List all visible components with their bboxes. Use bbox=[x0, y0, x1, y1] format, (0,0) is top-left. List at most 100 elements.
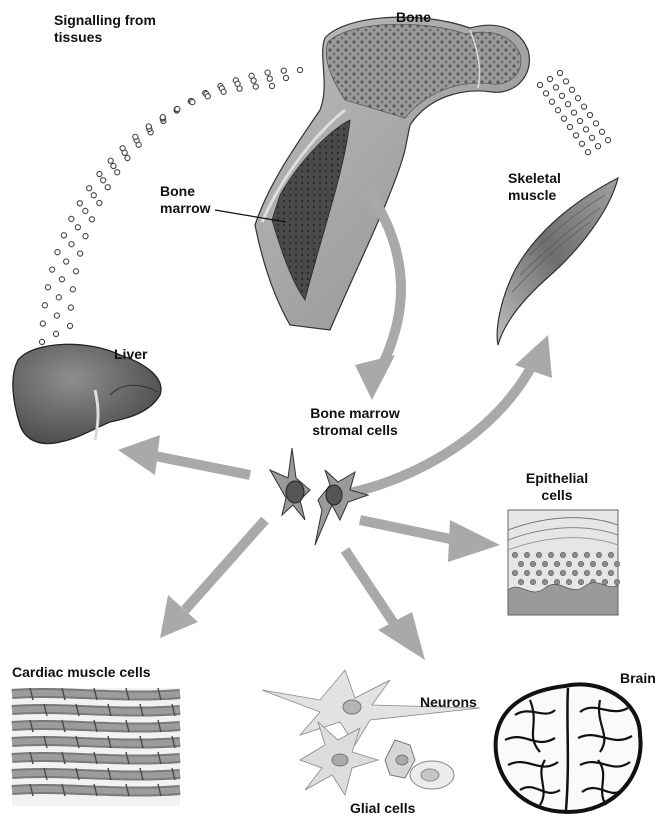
differentiation-arrow-shaft bbox=[185, 520, 265, 610]
bone-marrow-label-line-2: marrow bbox=[160, 200, 211, 217]
signalling-dot bbox=[160, 115, 165, 120]
signalling-dot bbox=[575, 96, 580, 101]
differentiation-arrow-shaft bbox=[345, 550, 395, 625]
signalling-dot bbox=[61, 233, 66, 238]
signalling-dot bbox=[561, 116, 566, 121]
signalling-dot bbox=[599, 129, 604, 134]
signalling-dot bbox=[567, 124, 572, 129]
signalling-dot bbox=[589, 135, 594, 140]
epithelial-cells-label-line-2: cells bbox=[512, 487, 602, 504]
signalling-dot bbox=[237, 86, 242, 91]
neurons-label: Neurons bbox=[420, 694, 477, 711]
epithelial-cells-illustration bbox=[508, 510, 620, 615]
signalling-dot bbox=[101, 178, 106, 183]
signalling-dot bbox=[205, 94, 210, 99]
signalling-dot bbox=[557, 70, 562, 75]
signalling-dot bbox=[146, 124, 151, 129]
liver-label: Liver bbox=[114, 346, 147, 363]
signalling-dot bbox=[125, 155, 130, 160]
signalling-dot bbox=[75, 225, 80, 230]
skeletal-muscle-label: Skeletal muscle bbox=[508, 170, 561, 204]
signalling-dot bbox=[67, 323, 72, 328]
bone-marrow-label-line-1: Bone bbox=[160, 183, 211, 200]
signalling-dot bbox=[265, 70, 270, 75]
signalling-label: Signalling from tissues bbox=[54, 12, 156, 46]
signalling-dot bbox=[595, 144, 600, 149]
bone-marrow-label: Bone marrow bbox=[160, 183, 211, 217]
signalling-dot bbox=[267, 76, 272, 81]
signalling-dot bbox=[64, 259, 69, 264]
signalling-dot bbox=[78, 251, 83, 256]
signalling-dot bbox=[281, 68, 286, 73]
signalling-dot bbox=[175, 106, 180, 111]
signalling-dot bbox=[59, 277, 64, 282]
signalling-dot bbox=[69, 242, 74, 247]
differentiation-arrow-head bbox=[118, 435, 160, 475]
differentiation-arrow-shaft bbox=[360, 520, 455, 540]
signalling-dot bbox=[105, 185, 110, 190]
signalling-label-line-2: tissues bbox=[54, 29, 156, 46]
signalling-dot bbox=[543, 91, 548, 96]
signalling-dot bbox=[563, 79, 568, 84]
signalling-dot bbox=[45, 285, 50, 290]
stromal-cells-label-line-1: Bone marrow bbox=[290, 405, 420, 422]
signalling-dot bbox=[97, 171, 102, 176]
signalling-dot bbox=[251, 78, 256, 83]
signalling-dot bbox=[297, 67, 302, 72]
epithelial-cells-label-line-1: Epithelial bbox=[512, 470, 602, 487]
signalling-dot bbox=[68, 305, 73, 310]
signalling-dot bbox=[569, 87, 574, 92]
signalling-dot bbox=[547, 76, 552, 81]
neurons-glial-illustration bbox=[262, 670, 480, 795]
bone-illustration bbox=[215, 17, 529, 330]
signalling-dot bbox=[583, 127, 588, 132]
signalling-dot bbox=[91, 193, 96, 198]
signalling-dot bbox=[559, 93, 564, 98]
signalling-dot bbox=[571, 110, 576, 115]
signalling-dot bbox=[83, 208, 88, 213]
brain-illustration bbox=[496, 684, 641, 812]
signalling-dot bbox=[605, 138, 610, 143]
skeletal-muscle-label-line-1: Skeletal bbox=[508, 170, 561, 187]
signalling-dot bbox=[555, 108, 560, 113]
skeletal-muscle-label-line-2: muscle bbox=[508, 187, 561, 204]
signalling-dot bbox=[577, 118, 582, 123]
signalling-dot bbox=[537, 82, 542, 87]
signalling-dot bbox=[579, 141, 584, 146]
signalling-dot bbox=[50, 267, 55, 272]
cardiac-muscle-illustration bbox=[12, 688, 180, 806]
bone-label: Bone bbox=[396, 9, 431, 26]
signalling-dot bbox=[120, 146, 125, 151]
differentiation-arrow-head bbox=[448, 520, 500, 562]
signalling-dot bbox=[53, 331, 58, 336]
signalling-dot bbox=[565, 102, 570, 107]
differentiation-arrow-head bbox=[355, 355, 395, 400]
cardiac-muscle-label: Cardiac muscle cells bbox=[12, 664, 151, 681]
signalling-dot bbox=[89, 217, 94, 222]
signalling-dot bbox=[97, 200, 102, 205]
signalling-dot bbox=[111, 163, 116, 168]
signalling-dot bbox=[77, 201, 82, 206]
stromal-cells-label-line-2: stromal cells bbox=[290, 422, 420, 439]
signalling-dot bbox=[56, 295, 61, 300]
signalling-dot bbox=[587, 112, 592, 117]
signalling-dot bbox=[585, 150, 590, 155]
signalling-dot bbox=[42, 303, 47, 308]
signalling-dot bbox=[553, 85, 558, 90]
signalling-dot bbox=[55, 250, 60, 255]
signalling-dot bbox=[269, 83, 274, 88]
signalling-dot bbox=[108, 158, 113, 163]
signalling-dot bbox=[115, 170, 120, 175]
signalling-dot bbox=[40, 321, 45, 326]
signalling-dot bbox=[70, 287, 75, 292]
differentiation-arrow-head bbox=[378, 612, 425, 660]
signalling-dot bbox=[581, 104, 586, 109]
signalling-dot bbox=[54, 313, 59, 318]
signalling-dot bbox=[253, 84, 258, 89]
signalling-dot bbox=[549, 99, 554, 104]
signalling-dot bbox=[83, 234, 88, 239]
signalling-dot bbox=[221, 89, 226, 94]
glial-cells-label: Glial cells bbox=[350, 800, 415, 817]
brain-label: Brain bbox=[620, 670, 656, 687]
